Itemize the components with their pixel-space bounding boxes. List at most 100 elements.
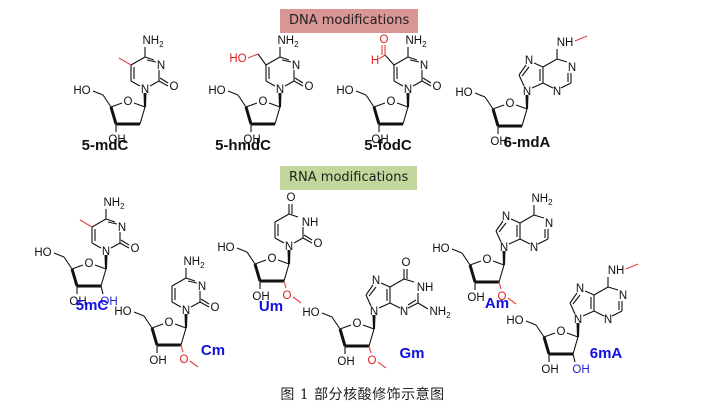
bond xyxy=(521,108,528,127)
ring-oxygen-label: O xyxy=(353,318,362,330)
bond xyxy=(365,94,375,108)
bond xyxy=(572,336,579,355)
bond xyxy=(120,239,130,246)
methyl-bond xyxy=(507,297,517,305)
bond xyxy=(130,56,146,66)
bond xyxy=(339,324,352,330)
ring-nitrogen-label: N xyxy=(292,60,300,72)
bond xyxy=(288,213,299,218)
bond xyxy=(321,312,333,318)
nh-label: NH xyxy=(302,217,319,229)
bond xyxy=(199,301,210,308)
ring-oxygen-label: O xyxy=(85,258,94,270)
bond xyxy=(274,106,281,125)
bond xyxy=(380,282,391,288)
5prime-hydroxyl-label: HO xyxy=(336,85,353,97)
bond xyxy=(187,280,198,284)
dna-modifications-label: DNA modifications xyxy=(280,9,419,33)
carbonyl-4-oxygen-label: O xyxy=(287,192,296,204)
bond xyxy=(274,213,290,223)
bond xyxy=(508,238,521,245)
bold-bond xyxy=(109,106,118,125)
ring-nitrogen-label: N xyxy=(198,281,206,293)
glycosidic-bond xyxy=(143,93,147,107)
bond xyxy=(171,277,187,287)
bond xyxy=(368,286,377,297)
bond xyxy=(492,260,505,266)
bond xyxy=(245,102,258,108)
amine-label: NH2 xyxy=(183,256,205,270)
bold-bond xyxy=(491,108,500,127)
bond xyxy=(611,310,623,317)
bond xyxy=(537,238,549,245)
bond xyxy=(498,264,505,283)
bond xyxy=(293,237,304,244)
n1-label: N xyxy=(619,290,627,302)
bond xyxy=(227,90,239,96)
bond xyxy=(237,94,247,108)
methoxy-oxygen-label: O xyxy=(283,290,292,302)
ring-nitrogen-label: N xyxy=(157,60,165,72)
bold-bond xyxy=(338,328,347,347)
bond xyxy=(402,106,409,125)
methyl-group xyxy=(118,57,132,66)
figure-caption: 图 1 部分核酸修饰示意图 xyxy=(280,387,445,403)
bond xyxy=(293,80,304,87)
bond xyxy=(495,230,502,243)
bond xyxy=(283,263,290,282)
carbonyl-oxygen-label: O xyxy=(211,302,220,314)
bond xyxy=(277,259,290,265)
carbonyl-oxygen-label: O xyxy=(314,238,323,250)
n7-label: N xyxy=(502,211,510,223)
bond xyxy=(294,77,304,84)
3prime-hydroxyl-label: OH xyxy=(337,356,354,368)
bond xyxy=(146,59,157,63)
bond xyxy=(91,218,107,228)
molecule-name-label: Um xyxy=(259,298,283,315)
glycosidic-bond xyxy=(406,93,410,107)
glycosidic-bond xyxy=(287,250,291,264)
bond xyxy=(133,311,145,317)
n1-label: N xyxy=(545,218,553,230)
bond xyxy=(531,82,544,89)
bond xyxy=(495,220,504,232)
n3-label: N xyxy=(400,306,408,318)
methyl-bond xyxy=(377,361,387,369)
molecule-name-label: 5-mdC xyxy=(82,137,129,154)
methoxy-oxygen-label: O xyxy=(498,291,507,303)
bond xyxy=(389,278,405,288)
bond xyxy=(543,332,556,338)
bond xyxy=(355,90,367,96)
bond xyxy=(593,286,609,296)
bond xyxy=(331,316,341,330)
bond xyxy=(130,80,141,87)
n6-methyl-group xyxy=(625,263,639,270)
n9-label: N xyxy=(523,86,531,98)
ring-oxygen-label: O xyxy=(268,253,277,265)
bond xyxy=(417,302,429,310)
bond xyxy=(498,222,507,233)
3prime-hydroxyl-label: OH xyxy=(69,296,86,308)
molecule-name-label: 5-hmdC xyxy=(215,137,271,154)
bold-bond xyxy=(253,263,262,282)
bond xyxy=(403,278,415,283)
n9-label: N xyxy=(500,242,508,254)
bond xyxy=(143,315,153,329)
3prime-hydroxyl-label: OH xyxy=(252,291,269,303)
bond xyxy=(407,302,419,309)
n1-label: N xyxy=(568,62,576,74)
n1-label: N xyxy=(141,84,149,96)
bond xyxy=(560,82,572,89)
bond xyxy=(542,58,558,68)
ring-oxygen-label: O xyxy=(124,96,133,108)
bond xyxy=(607,286,619,291)
ring-oxygen-label: O xyxy=(557,326,566,338)
bond xyxy=(412,80,423,87)
bond xyxy=(133,102,146,108)
